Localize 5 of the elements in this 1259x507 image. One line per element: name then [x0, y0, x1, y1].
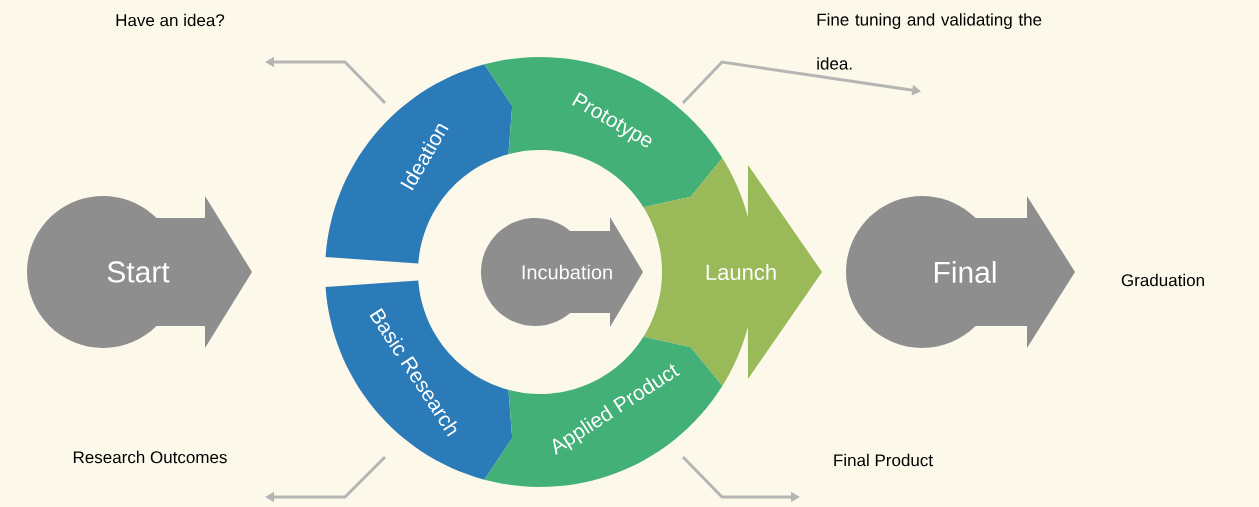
annotation-text: Research Outcomes: [73, 450, 227, 464]
annotation-text: Have an idea?: [116, 13, 225, 27]
annotation-text: Fine tuning and validating the idea.: [817, 13, 1042, 70]
annotation-text: Final Product: [834, 453, 933, 467]
annotation-text: Graduation: [1121, 273, 1204, 287]
